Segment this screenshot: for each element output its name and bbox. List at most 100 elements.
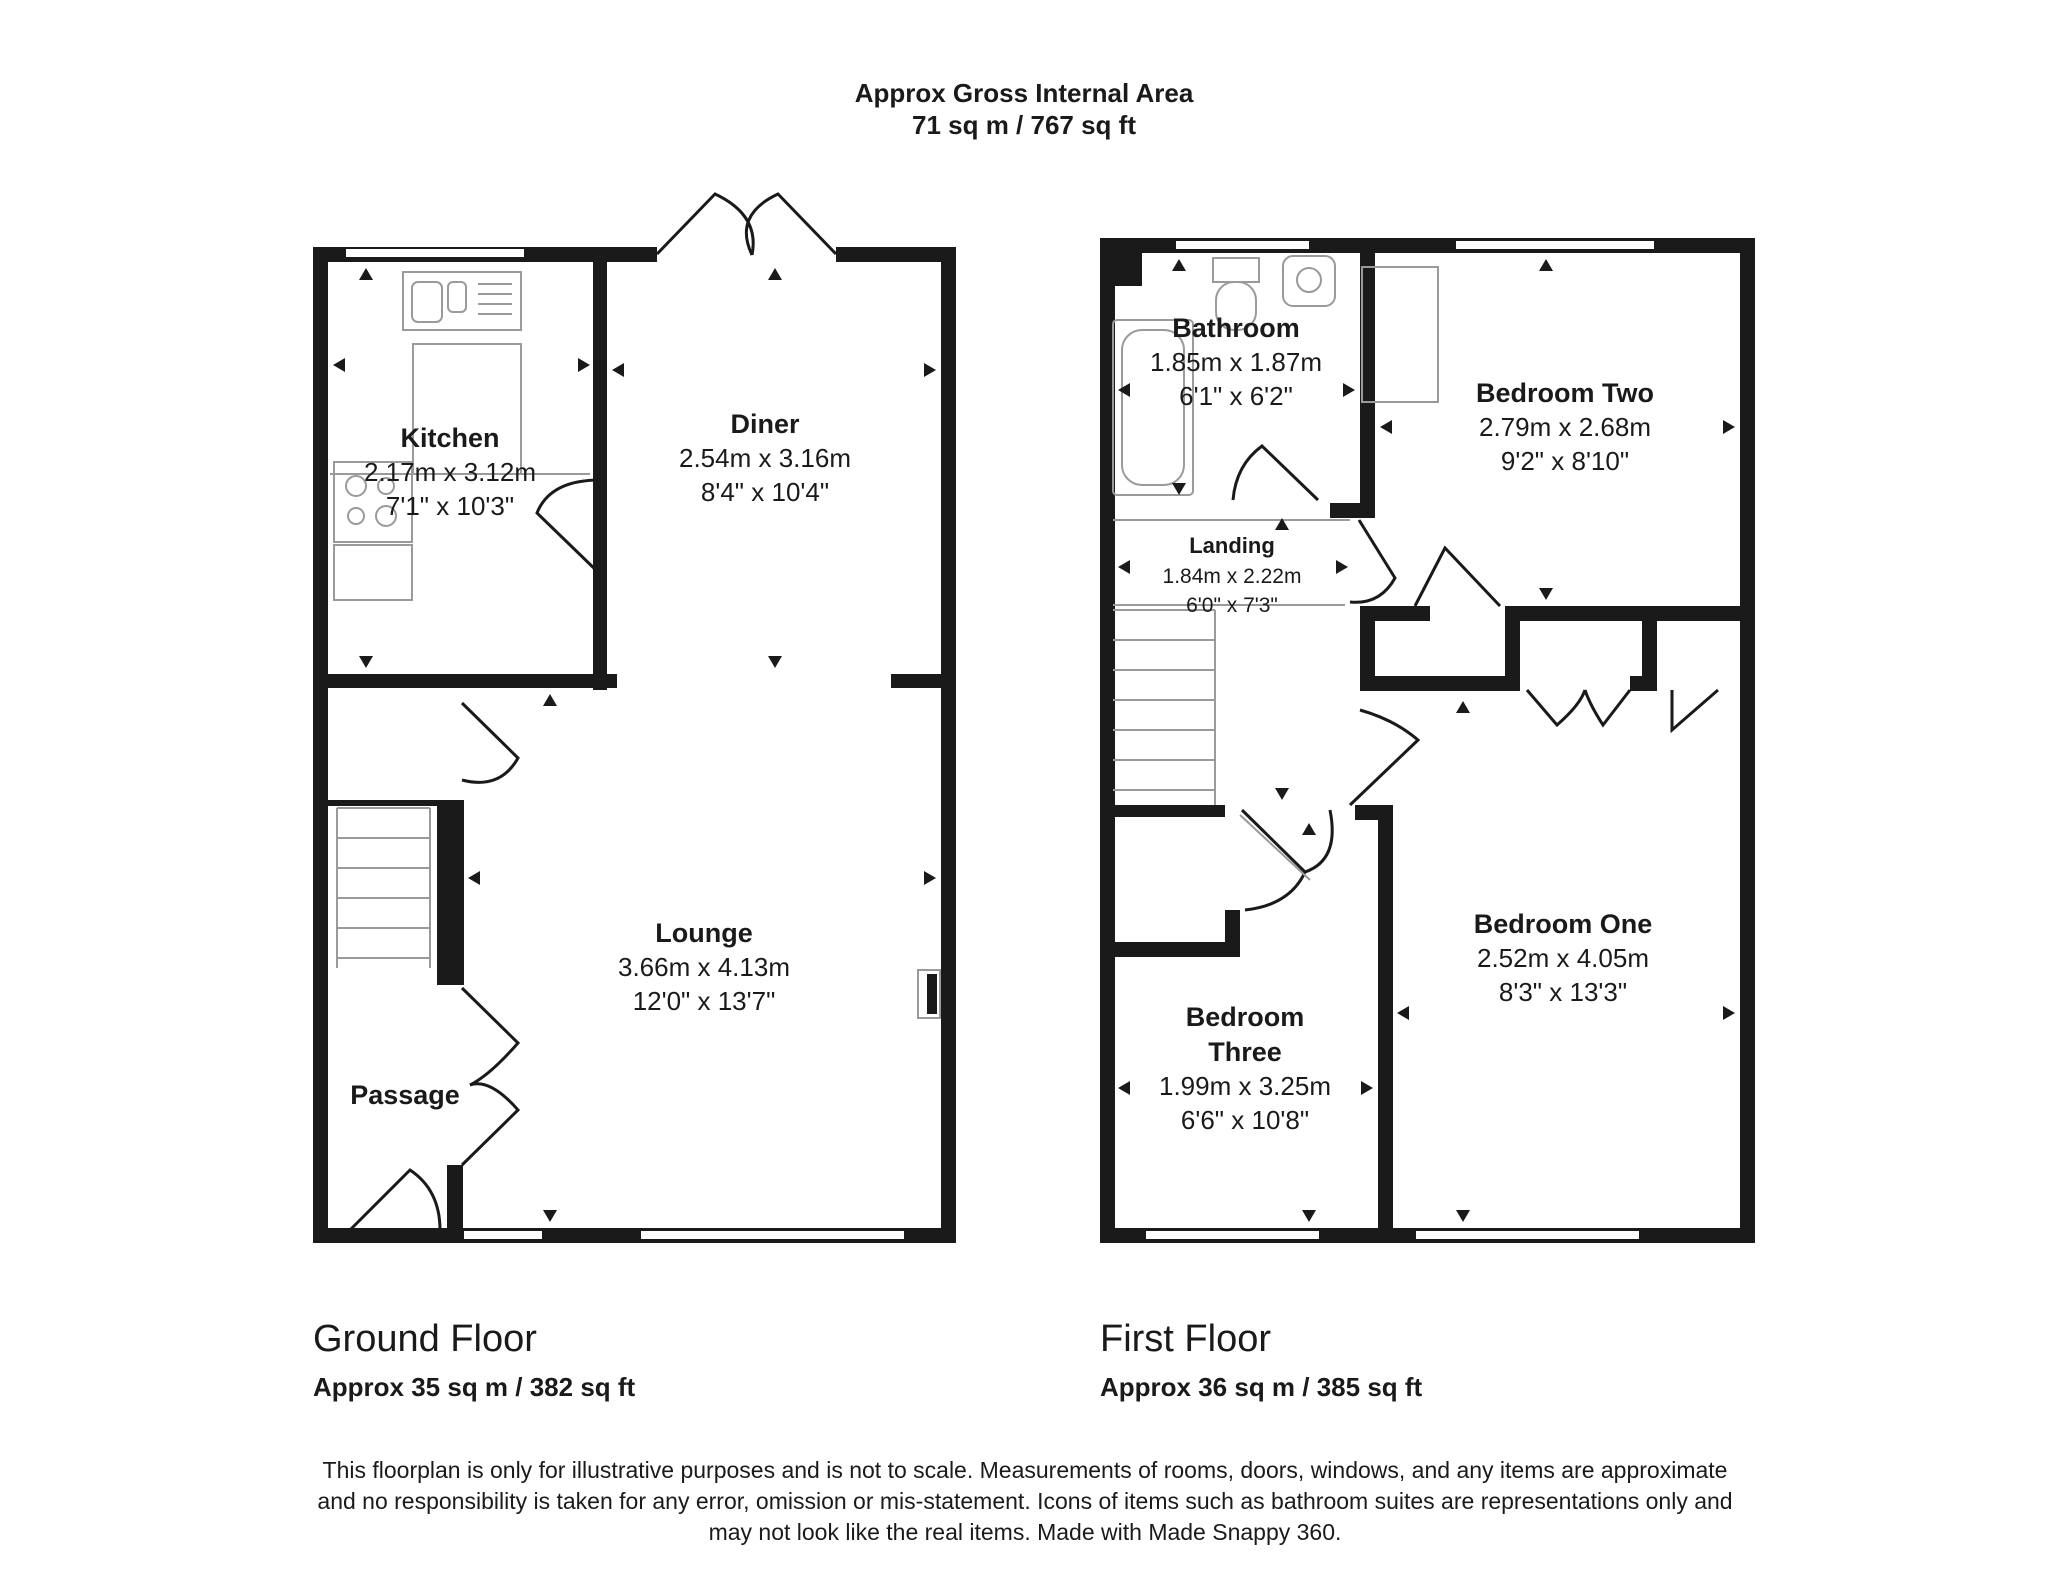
dimension-arrow-up-icon [1456, 701, 1470, 713]
room-imperial-bathroom: 6'1" x 6'2" [1179, 381, 1293, 411]
room-metric-bathroom: 1.85m x 1.87m [1150, 347, 1322, 377]
room-name-bedroom-one: Bedroom One [1474, 909, 1653, 939]
gf-front-door [348, 1168, 442, 1232]
ff-door-wardrobe-left [1525, 689, 1587, 728]
hob-ring-icon [347, 507, 365, 525]
room-name-landing: Landing [1189, 533, 1275, 558]
dimension-arrow-down-icon [1275, 788, 1289, 800]
ff-door-bedroom-two [1349, 519, 1397, 604]
dimension-arrow-left-icon [468, 871, 480, 885]
dimension-arrow-right-icon [578, 358, 590, 372]
gf-window-passage [462, 1229, 544, 1241]
gf-window-lounge [639, 1229, 906, 1241]
ff-wall-wardrobe-stub [1630, 676, 1657, 691]
sink-bowl-small-icon [447, 281, 467, 313]
ground-floor-plan [313, 192, 956, 1243]
room-metric-lounge: 3.66m x 4.13m [618, 952, 790, 982]
first-floor-labels: Bathroom 1.85m x 1.87m 6'1" x 6'2" Bedro… [1150, 313, 1654, 1135]
ff-wall-wardrobe-divider [1642, 606, 1657, 691]
dimension-arrow-down-icon [1172, 483, 1186, 495]
gf-wall-passage-stub [447, 1165, 463, 1228]
gf-wall-kitchen-south [328, 674, 617, 688]
basin-icon [1282, 255, 1336, 307]
room-name-diner: Diner [730, 409, 800, 439]
ff-door-cupboard [1413, 545, 1502, 608]
ff-wall-cupboard-south [1360, 676, 1520, 691]
dimension-arrow-left-icon [1118, 1081, 1130, 1095]
bath-inner-icon [1121, 329, 1185, 486]
ff-window-bedroom-one [1414, 1229, 1641, 1241]
ff-window-bedroom-three [1144, 1229, 1321, 1241]
gf-wall-diner-stub [891, 674, 941, 688]
first-floor-area: Approx 36 sq m / 385 sq ft [1100, 1372, 1423, 1402]
room-name-bedroom-three-line1: Bedroom [1186, 1002, 1305, 1032]
gf-door-passage-upper [460, 986, 521, 1087]
dimension-arrow-up-icon [1172, 259, 1186, 271]
room-metric-bedroom-three: 1.99m x 3.25m [1159, 1071, 1331, 1101]
dimension-arrow-down-icon [359, 656, 373, 668]
ff-wall-bathroom-east [1360, 253, 1375, 518]
dimension-arrow-up-icon [543, 694, 557, 706]
ff-wall-bedroom-two-south [1513, 606, 1755, 621]
ff-wall-bedroom-three-stub [1225, 910, 1240, 957]
dimension-arrow-up-icon [768, 268, 782, 280]
gross-area-heading: Approx Gross Internal Area [854, 78, 1194, 108]
first-floor-title: First Floor [1100, 1318, 1271, 1360]
gf-wall-stair [437, 800, 464, 985]
room-name-bedroom-two: Bedroom Two [1476, 378, 1654, 408]
dimension-arrow-left-icon [333, 358, 345, 372]
dimension-arrow-up-icon [1539, 259, 1553, 271]
ff-wall-bedroom-one-west [1378, 805, 1393, 1228]
dimension-arrow-down-icon [1302, 1210, 1316, 1222]
room-name-bathroom: Bathroom [1172, 313, 1300, 343]
room-metric-bedroom-one: 2.52m x 4.05m [1477, 943, 1649, 973]
disclaimer-line: may not look like the real items. Made w… [708, 1519, 1342, 1545]
toilet-cistern-icon [1212, 257, 1260, 283]
drainer-icon [478, 283, 512, 315]
disclaimer: This floorplan is only for illustrative … [200, 1455, 1850, 1548]
disclaimer-line: This floorplan is only for illustrative … [322, 1457, 1728, 1483]
ff-door-bedroom-one [1348, 708, 1421, 807]
dimension-arrow-down-icon [1539, 588, 1553, 600]
gf-wall-east [941, 247, 956, 1243]
ff-wall-bedroom-one-corner [1355, 805, 1393, 820]
room-imperial-kitchen: 7'1" x 10'3" [386, 491, 514, 521]
disclaimer-line: and no responsibility is taken for any e… [317, 1488, 1733, 1514]
ff-wall-cupboard-top [1360, 606, 1430, 621]
gf-stairs [336, 807, 431, 968]
room-metric-bedroom-two: 2.79m x 2.68m [1479, 412, 1651, 442]
ff-landing-rail [1239, 814, 1311, 881]
room-imperial-bedroom-three: 6'6" x 10'8" [1181, 1105, 1309, 1135]
gf-door-kitchen [535, 478, 602, 576]
ground-floor-title: Ground Floor [313, 1318, 537, 1360]
ff-door-bedroom-three [1240, 808, 1307, 912]
ff-window-bathroom [1174, 239, 1311, 251]
room-name-lounge: Lounge [655, 918, 752, 948]
ff-wall-corner [1100, 238, 1142, 286]
room-metric-landing: 1.84m x 2.22m [1163, 565, 1302, 588]
bedroom-two-wardrobe [1361, 266, 1439, 403]
room-imperial-bedroom-two: 9'2" x 8'10" [1501, 446, 1629, 476]
sink-bowl-icon [411, 281, 443, 323]
dimension-arrow-down-icon [768, 656, 782, 668]
gf-wall-kitchen-diner-upper [593, 262, 607, 574]
ff-wall-bathroom-corner [1330, 503, 1375, 518]
ff-wall-cupboard-west [1360, 621, 1375, 691]
room-name-passage: Passage [350, 1080, 460, 1110]
fireplace-icon [917, 969, 941, 1019]
room-name-bedroom-three-line2: Three [1208, 1037, 1282, 1067]
ff-stairs [1113, 609, 1216, 805]
hob-ring-icon [377, 477, 395, 495]
dimension-arrow-right-icon [1723, 420, 1735, 434]
dimension-arrow-down-icon [1456, 1210, 1470, 1222]
room-imperial-lounge: 12'0" x 13'7" [633, 986, 776, 1016]
gf-wall-west [313, 247, 328, 1243]
ff-wall-cupboard-east [1505, 606, 1520, 691]
hob-icon [333, 461, 413, 543]
ff-wall-bedroom-three-north [1115, 942, 1235, 957]
gf-wall-north-right [836, 247, 956, 262]
ff-door-landing-swing [1304, 809, 1334, 874]
basin-bowl-icon [1296, 267, 1322, 293]
fireplace-insert-icon [927, 974, 937, 1014]
dimension-arrow-right-icon [1336, 560, 1348, 574]
